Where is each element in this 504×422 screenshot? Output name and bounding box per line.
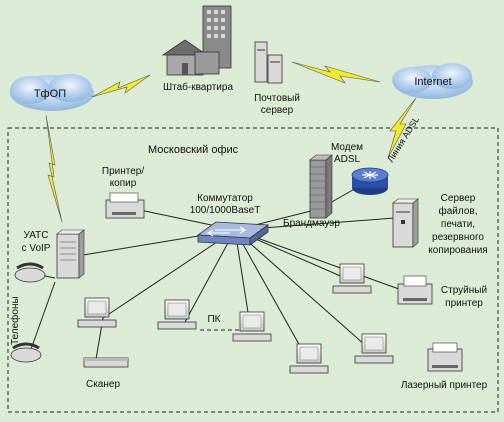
switch-label-2: 100/1000BaseT [190, 205, 261, 216]
moscow-office-title: Московский офис [148, 144, 239, 156]
mail-server-label-2: сервер [261, 105, 294, 116]
lightning-hq-internet [291, 61, 381, 84]
wan-links [45, 61, 417, 223]
pc-icon-6 [332, 263, 372, 294]
lightning-internet-modem [387, 97, 417, 159]
firewall-label: Брандмауэр [283, 218, 340, 229]
modem-label-1: Модем [331, 142, 363, 153]
laser-printer-icon [427, 342, 463, 372]
pc-icon-5 [354, 333, 394, 364]
laser-printer-label: Лазерный принтер [401, 380, 488, 391]
server-label-3: печати, [441, 219, 475, 230]
internet-label: Internet [414, 76, 451, 88]
phone-icon-1 [14, 262, 46, 283]
switch-icon [196, 221, 270, 246]
pstn-label: ТфОП [34, 88, 66, 100]
mail-server-label-1: Почтовый [254, 93, 300, 104]
pbx-label-1: УАТС [24, 230, 49, 241]
inkjet-printer-icon [397, 275, 433, 305]
office-boundary [7, 127, 499, 413]
scanner-label: Сканер [86, 379, 120, 390]
adsl-modem-icon [351, 167, 389, 195]
pc-icon-1 [77, 297, 117, 328]
printer-copier-label-1: Принтер/ [102, 166, 144, 177]
lightning-pstn-hq [91, 74, 151, 98]
headquarters-icon [161, 5, 232, 76]
server-label-4: резервного [432, 232, 484, 243]
adsl-line-label: Линия ADSL [385, 115, 421, 164]
internet-cloud: Internet [392, 63, 473, 99]
inkjet-label-2: принтер [445, 298, 483, 309]
phones-label: Телефоны [9, 296, 21, 345]
pc-icon-4 [289, 343, 329, 374]
pc-icon-2 [157, 299, 197, 330]
firewall-icon [309, 154, 333, 219]
pbx-label-2: с VoIP [22, 243, 51, 254]
file-print-backup-server-icon [392, 198, 419, 248]
pc-label: ПК [207, 314, 220, 325]
modem-label-2: ADSL [334, 154, 361, 165]
hq-label: Штаб-квартира [163, 81, 233, 93]
pbx-icon [56, 229, 85, 279]
mail-server-icon [254, 41, 283, 84]
pstn-cloud: ТфОП [10, 74, 94, 111]
inkjet-label-1: Струйный [441, 285, 487, 296]
pc-icon-3 [232, 311, 272, 342]
lightning-pstn-pbx [45, 114, 63, 223]
server-label-1: Сервер [441, 193, 476, 204]
switch-label-1: Коммутатор [197, 193, 253, 204]
server-label-5: копирования [428, 245, 487, 256]
scanner-icon [83, 357, 129, 368]
printer-copier-icon [105, 192, 145, 219]
phone-icon-2 [10, 342, 42, 363]
printer-copier-label-2: копир [110, 178, 137, 189]
server-label-2: файлов, [439, 205, 478, 217]
